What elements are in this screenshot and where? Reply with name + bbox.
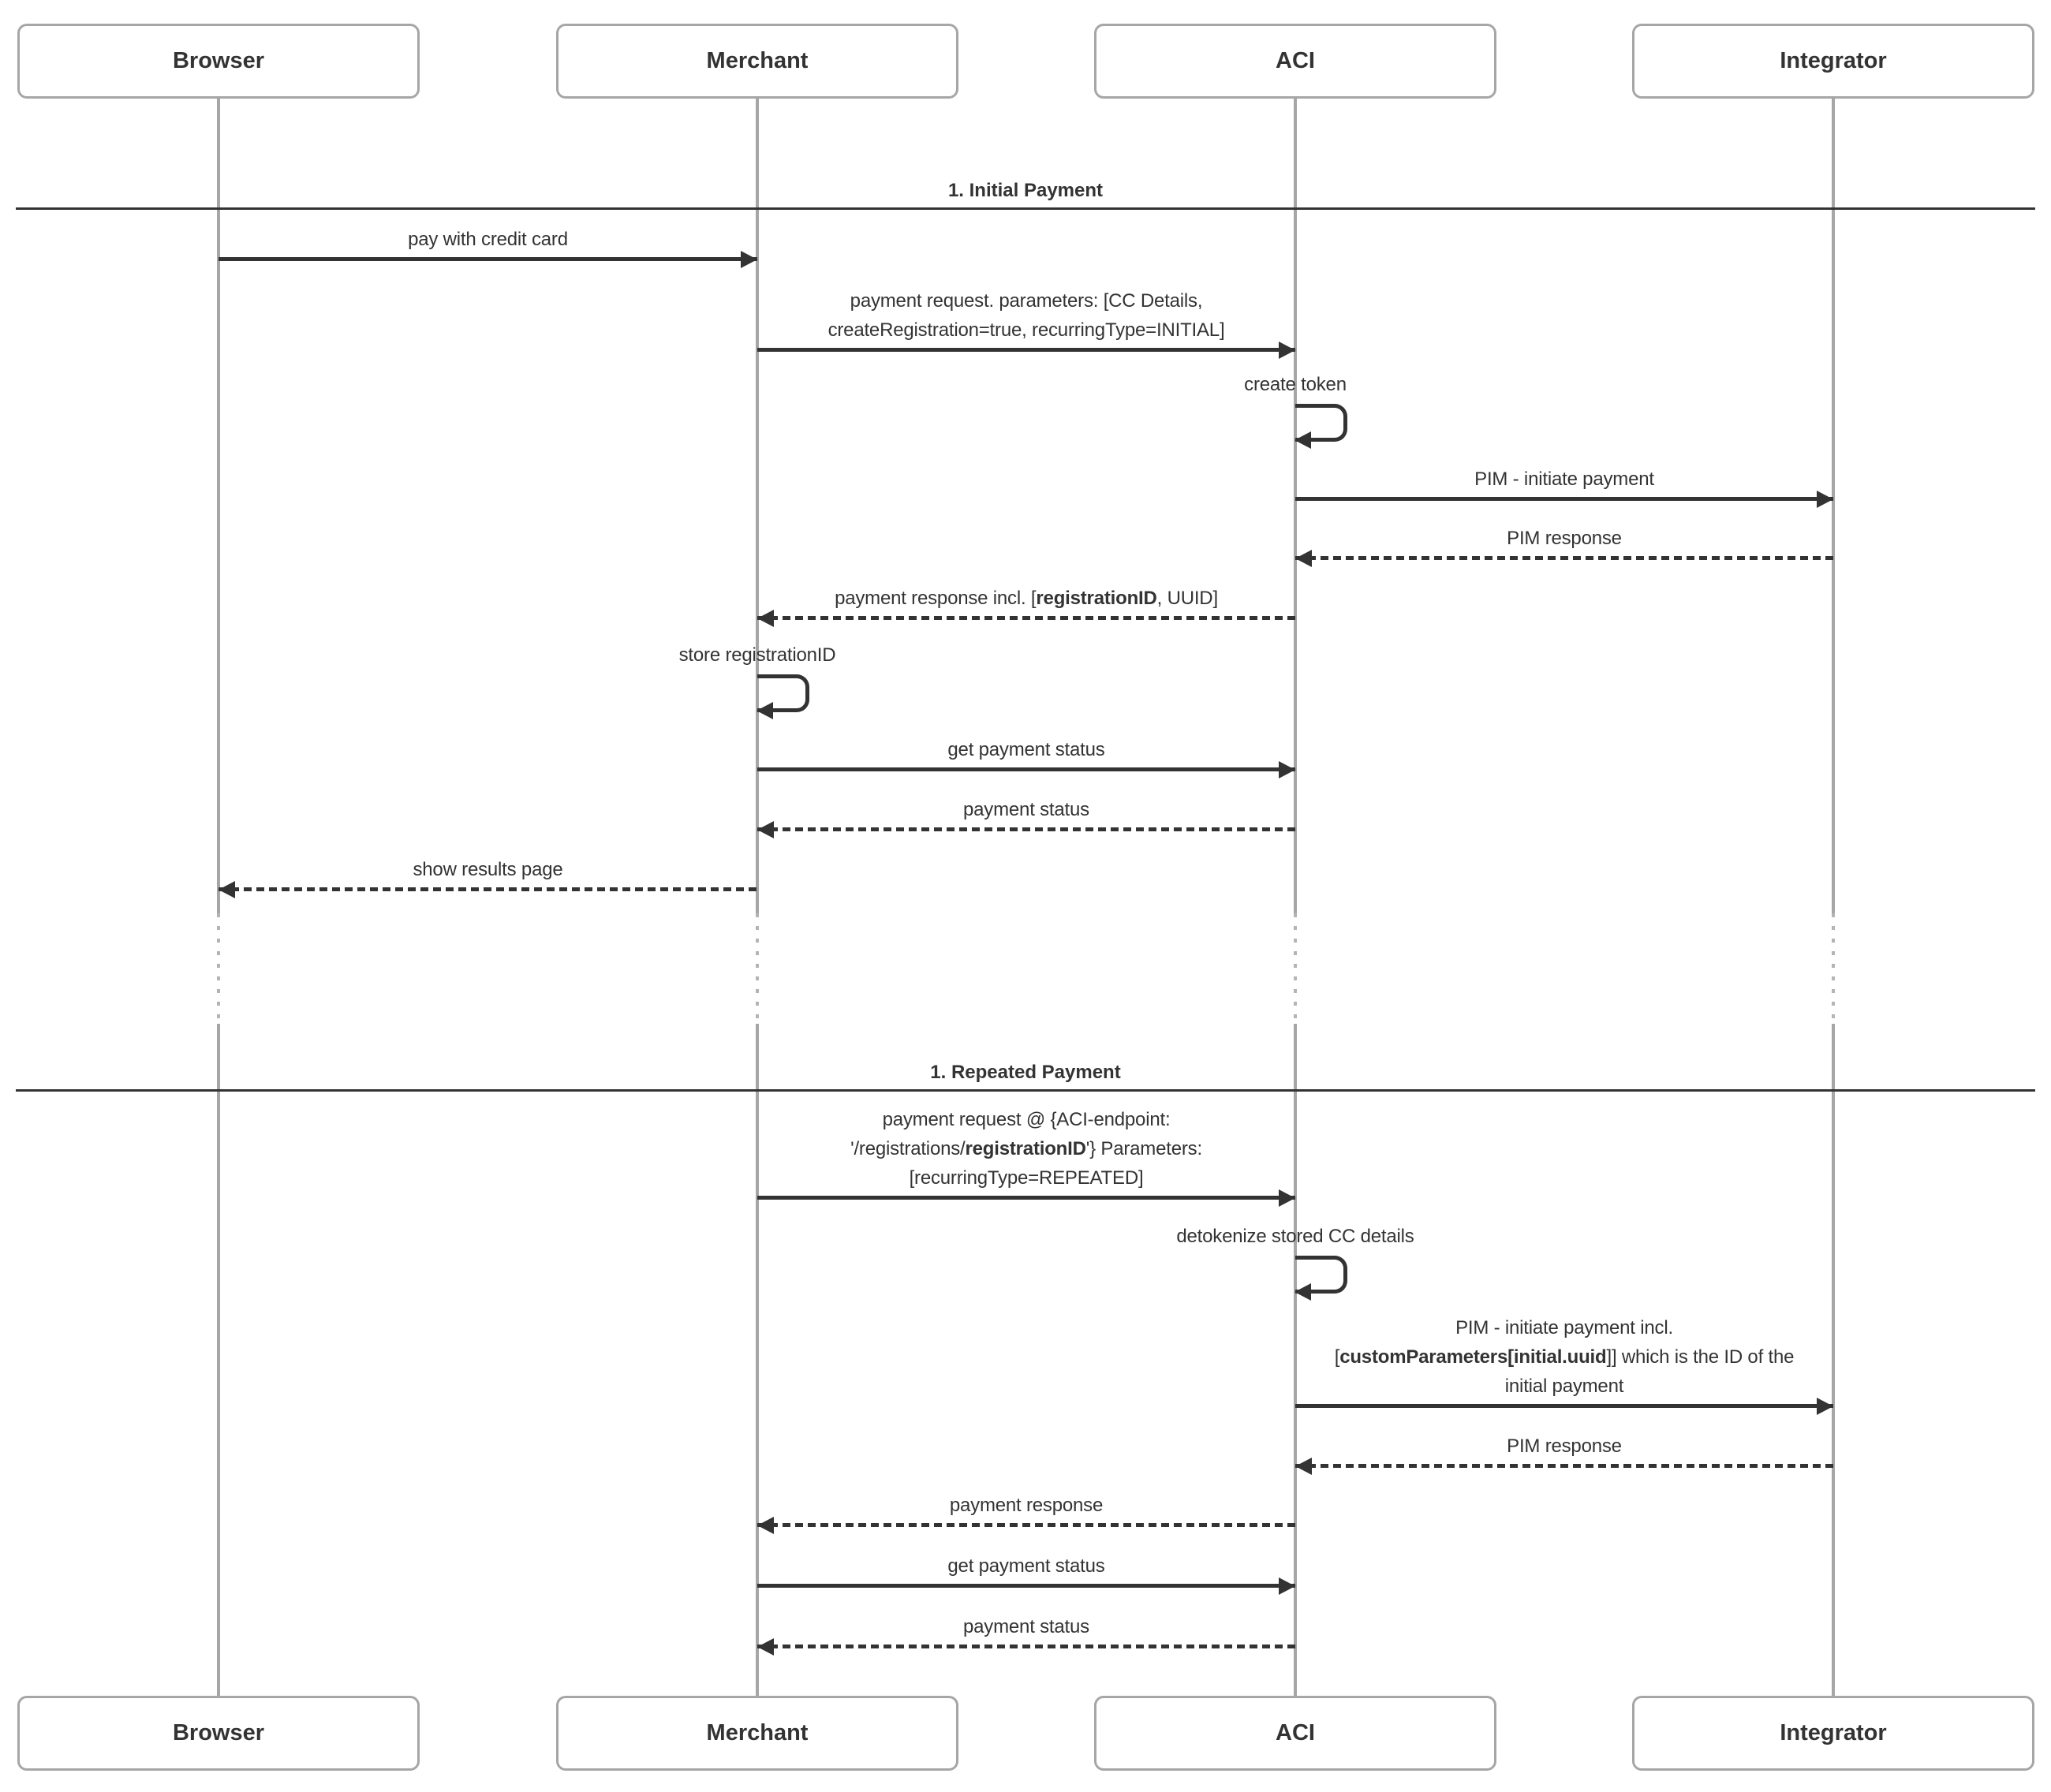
lifeline-aci bbox=[1294, 913, 1297, 1024]
actor-box-aci-top: ACI bbox=[1094, 24, 1496, 99]
arrowhead-icon bbox=[757, 820, 774, 838]
message-label: pay with credit card bbox=[408, 229, 568, 250]
self-message-loop bbox=[1295, 404, 1347, 442]
actor-label: Integrator bbox=[1780, 1720, 1887, 1745]
lifeline-merchant bbox=[756, 913, 759, 1024]
lifeline-integrator bbox=[1832, 913, 1835, 1024]
section-divider-line bbox=[16, 207, 2035, 210]
message-label: payment request @ {ACI-endpoint:'/regist… bbox=[850, 1109, 1202, 1189]
actor-label: Browser bbox=[172, 1720, 265, 1745]
lifeline-browser bbox=[217, 913, 220, 1024]
arrowhead-icon bbox=[757, 609, 774, 627]
section-title: 1. Repeated Payment bbox=[930, 1062, 1121, 1083]
arrowhead-icon bbox=[219, 880, 235, 898]
message-label: get payment status bbox=[947, 739, 1105, 760]
message-label: PIM response bbox=[1507, 1435, 1622, 1457]
actor-label: Browser bbox=[172, 48, 265, 73]
arrowhead-icon bbox=[1295, 1457, 1312, 1475]
self-message-loop bbox=[1295, 1256, 1347, 1294]
arrowhead-icon bbox=[1817, 1397, 1833, 1415]
arrowhead-icon bbox=[1294, 1282, 1311, 1301]
actor-box-merchant-bottom: Merchant bbox=[556, 1696, 958, 1771]
actor-box-merchant-top: Merchant bbox=[556, 24, 958, 99]
arrowhead-icon bbox=[1279, 1189, 1295, 1207]
lifeline-browser bbox=[217, 1024, 220, 1696]
arrowhead-icon bbox=[1295, 549, 1312, 567]
message-label: payment status bbox=[963, 1616, 1089, 1637]
arrowhead-icon bbox=[1279, 1577, 1295, 1595]
message-arrow-line bbox=[757, 1584, 1295, 1588]
message-arrow-line bbox=[219, 887, 757, 891]
self-message-loop bbox=[757, 674, 809, 712]
arrowhead-icon bbox=[1279, 341, 1295, 359]
lifeline-aci bbox=[1294, 99, 1297, 913]
message-arrow-line bbox=[1295, 497, 1833, 501]
message-label: PIM - initiate payment bbox=[1474, 469, 1654, 490]
message-arrow-line bbox=[1295, 556, 1833, 560]
message-label: payment response incl. [registrationID, … bbox=[835, 588, 1218, 609]
message-label: PIM - initiate payment incl.[customParam… bbox=[1334, 1317, 1795, 1397]
actor-label: Merchant bbox=[706, 1720, 809, 1745]
message-arrow-line bbox=[757, 1523, 1295, 1527]
message-label: store registrationID bbox=[678, 644, 836, 666]
message-arrow-line bbox=[757, 1645, 1295, 1648]
arrowhead-icon bbox=[757, 1637, 774, 1656]
message-label: show results page bbox=[413, 859, 563, 880]
arrowhead-icon bbox=[1817, 490, 1833, 508]
message-arrow-line bbox=[757, 348, 1295, 352]
actor-label: ACI bbox=[1276, 48, 1315, 73]
actor-box-integrator-bottom: Integrator bbox=[1632, 1696, 2034, 1771]
message-arrow-line bbox=[1295, 1404, 1833, 1408]
message-label: PIM response bbox=[1507, 528, 1622, 549]
message-arrow-line bbox=[757, 767, 1295, 771]
message-arrow-line bbox=[757, 1196, 1295, 1200]
lifeline-merchant bbox=[756, 99, 759, 913]
message-label: create token bbox=[1244, 374, 1347, 395]
message-label: detokenize stored CC details bbox=[1176, 1226, 1414, 1247]
actor-label: Merchant bbox=[706, 48, 809, 73]
message-arrow-line bbox=[757, 616, 1295, 620]
message-label: get payment status bbox=[947, 1555, 1105, 1577]
arrowhead-icon bbox=[1294, 431, 1311, 449]
lifeline-aci bbox=[1294, 1024, 1297, 1696]
actor-box-aci-bottom: ACI bbox=[1094, 1696, 1496, 1771]
arrowhead-icon bbox=[1279, 760, 1295, 778]
message-label: payment response bbox=[949, 1495, 1104, 1516]
actor-box-browser-top: Browser bbox=[17, 24, 420, 99]
actor-box-integrator-top: Integrator bbox=[1632, 24, 2034, 99]
actor-label: Integrator bbox=[1780, 48, 1887, 73]
actor-box-browser-bottom: Browser bbox=[17, 1696, 420, 1771]
message-label: payment request. parameters: [CC Details… bbox=[827, 290, 1225, 341]
arrowhead-icon bbox=[757, 1516, 774, 1534]
actor-label: ACI bbox=[1276, 1720, 1315, 1745]
lifeline-integrator bbox=[1832, 1024, 1835, 1696]
message-label: payment status bbox=[963, 799, 1089, 820]
message-arrow-line bbox=[1295, 1464, 1833, 1468]
message-arrow-line bbox=[219, 257, 757, 261]
arrowhead-icon bbox=[741, 250, 757, 268]
lifeline-browser bbox=[217, 99, 220, 913]
section-title: 1. Initial Payment bbox=[947, 180, 1104, 201]
lifeline-integrator bbox=[1832, 99, 1835, 913]
arrowhead-icon bbox=[757, 701, 773, 719]
section-divider-line bbox=[16, 1089, 2035, 1092]
lifeline-merchant bbox=[756, 1024, 759, 1696]
message-arrow-line bbox=[757, 827, 1295, 831]
